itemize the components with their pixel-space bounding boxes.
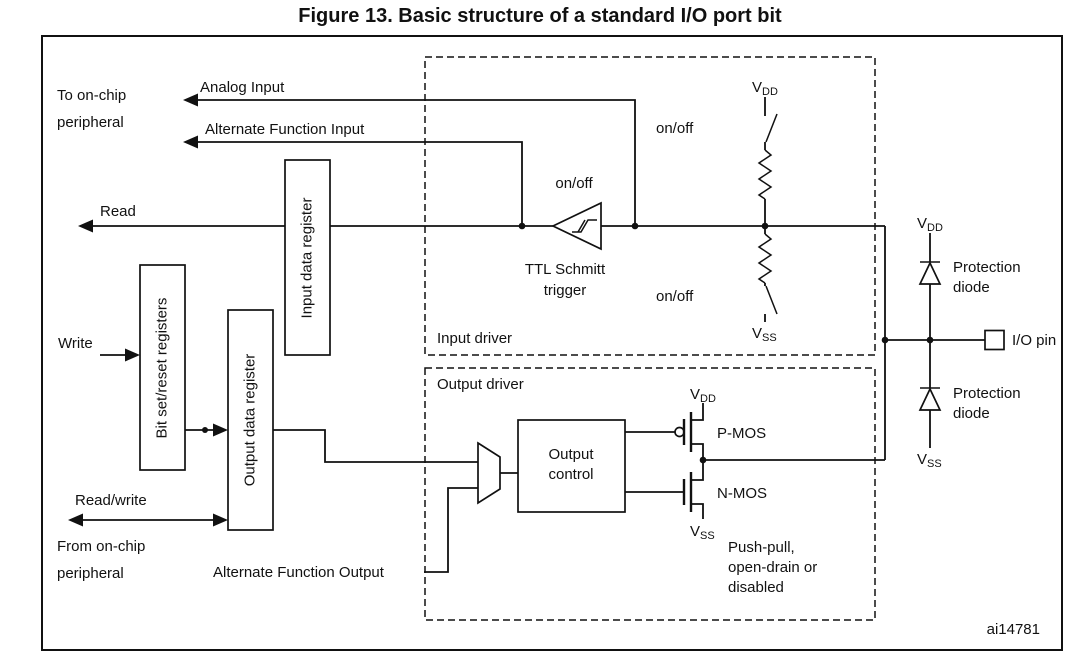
figure-title: Figure 13. Basic structure of a standard… <box>298 5 782 27</box>
onoff-pullup-label: on/off <box>656 120 694 137</box>
output-control-label-2: control <box>548 466 593 483</box>
protection-diode-top-label-1: Protection <box>953 259 1021 276</box>
pmos-transistor <box>674 403 704 460</box>
from-onchip-label-1: From on-chip <box>57 538 145 555</box>
onoff-pulldown-label: on/off <box>656 288 694 305</box>
alt-func-output-line <box>424 487 478 573</box>
junction-dots <box>202 222 934 464</box>
analog-arrowhead <box>183 93 198 107</box>
junction-mos-drains <box>699 456 707 464</box>
input-data-register-box <box>284 159 331 356</box>
alt-func-input-line <box>192 141 523 226</box>
hysteresis-glyph-2 <box>577 219 586 233</box>
analog-input-label: Analog Input <box>200 79 285 96</box>
mode-label-1: Push-pull, <box>728 539 795 556</box>
mode-label-2: open-drain or <box>728 559 817 576</box>
protection-diode-bottom-label-1: Protection <box>953 385 1021 402</box>
junction-bsr-odr <box>202 427 208 433</box>
pmos-gate-bubble <box>674 426 685 438</box>
pmos-vdd-label: VDD <box>690 386 716 405</box>
io-pin-label: I/O pin <box>1012 332 1056 349</box>
nmos-drain-lead <box>691 460 704 481</box>
arrowheads <box>68 93 228 527</box>
ttl-schmitt-label-2: trigger <box>544 282 587 299</box>
hysteresis-glyph <box>572 219 597 233</box>
write-arrowhead <box>125 348 140 362</box>
odr-to-mux-line <box>272 429 478 463</box>
alt-func-output-label: Alternate Function Output <box>213 564 385 581</box>
junction-alt-input <box>518 222 526 230</box>
readwrite-right-arrowhead <box>213 513 228 527</box>
read-write-label: Read/write <box>75 492 147 509</box>
nmos-transistor <box>682 460 704 519</box>
output-driver-box <box>424 367 876 621</box>
io-pin-square <box>984 329 1005 351</box>
junction-pull <box>761 222 769 230</box>
junction-analog <box>631 222 639 230</box>
bsr-odr-arrowhead <box>213 423 228 437</box>
pmos-drain-lead <box>691 443 704 460</box>
output-data-register-box <box>227 309 274 531</box>
nmos-vss-label: VSS <box>690 523 715 542</box>
protection-diode-bottom-label-2: diode <box>953 405 990 422</box>
ttl-schmitt-label-1: TTL Schmitt <box>525 261 606 278</box>
readwrite-left-arrowhead <box>68 513 83 527</box>
mode-label-3: disabled <box>728 579 784 596</box>
output-control-box <box>517 419 626 513</box>
pulldown-switch-blade <box>765 285 778 315</box>
read-label: Read <box>100 203 136 220</box>
from-onchip-label-2: peripheral <box>57 565 124 582</box>
outer-border <box>41 35 1063 651</box>
wiring <box>82 99 985 573</box>
output-control-label-1: Output <box>548 446 594 463</box>
junction-diodes <box>926 336 934 344</box>
to-onchip-label-1: To on-chip <box>57 87 126 104</box>
diode-bottom-triangle <box>918 387 942 411</box>
pulldown-vss-label: VSS <box>752 325 777 344</box>
right-vdd-label: VDD <box>917 215 943 234</box>
nmos-label: N-MOS <box>717 485 767 502</box>
write-label: Write <box>58 335 93 352</box>
pull-up-down-chain <box>757 97 778 322</box>
pmos-label: P-MOS <box>717 425 766 442</box>
right-vss-label: VSS <box>917 451 942 470</box>
output-driver-label: Output driver <box>437 376 524 393</box>
schmitt-trigger <box>551 201 602 251</box>
nmos-source-lead <box>691 503 704 519</box>
pmos-source-lead <box>691 403 704 421</box>
input-driver-label: Input driver <box>437 330 512 347</box>
to-onchip-label-2: peripheral <box>57 114 124 131</box>
bit-set-reset-register-label: Bit set/reset registers <box>154 298 171 439</box>
output-data-register-label: Output data register <box>242 354 259 487</box>
bit-set-reset-register-box <box>139 264 186 471</box>
input-data-register-label: Input data register <box>299 198 316 319</box>
alt-func-input-label: Alternate Function Input <box>205 121 365 138</box>
diode-top-triangle <box>918 261 942 285</box>
analog-input-line <box>192 99 636 226</box>
pullup-vdd-label: VDD <box>752 79 778 98</box>
protection-diode-top-label-2: diode <box>953 279 990 296</box>
figure-id: ai14781 <box>987 621 1040 638</box>
protection-diode-top <box>918 233 942 340</box>
junction-io-line <box>881 336 889 344</box>
schmitt-triangle <box>551 201 602 251</box>
pulldown-resistor <box>757 233 773 284</box>
input-driver-box <box>424 56 876 356</box>
output-select-mux <box>477 441 501 505</box>
read-arrowhead <box>78 219 93 233</box>
pullup-switch-blade <box>765 113 778 143</box>
protection-diode-bottom <box>918 340 942 448</box>
alt-input-arrowhead <box>183 135 198 149</box>
onoff-trigger-label: on/off <box>555 175 593 192</box>
pullup-resistor <box>757 149 773 200</box>
